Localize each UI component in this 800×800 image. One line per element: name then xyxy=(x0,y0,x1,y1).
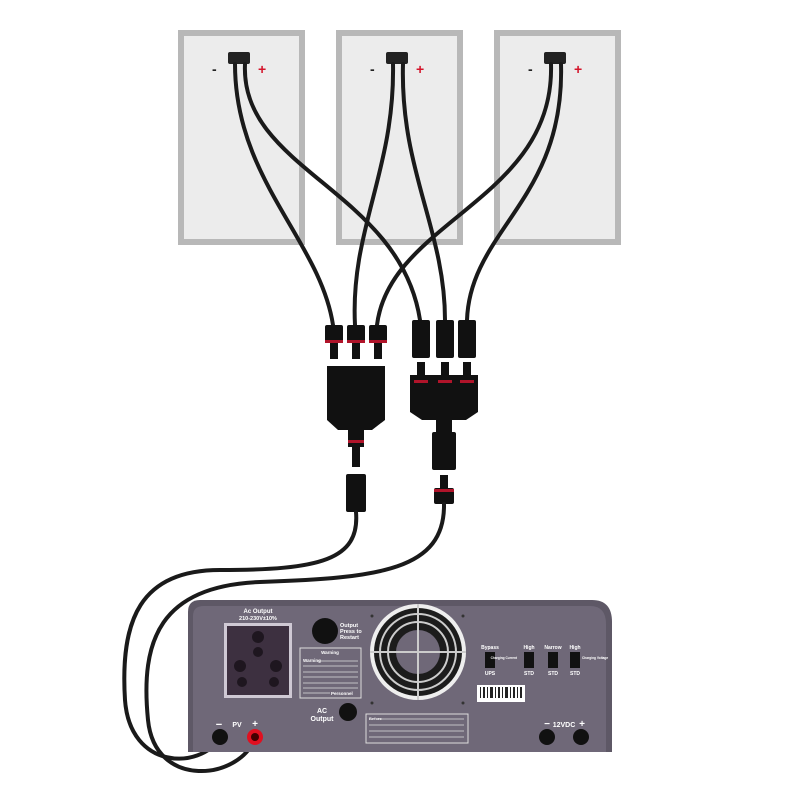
junction-box xyxy=(544,52,566,64)
before-label: Before xyxy=(365,713,469,744)
branch-connector-negative xyxy=(325,325,387,512)
restart-label: Restart xyxy=(340,635,359,641)
warning-label: Warning Warning Personnel xyxy=(299,647,362,699)
restart-button[interactable] xyxy=(312,618,338,644)
switch-bypass-ups[interactable]: Bypass UPS xyxy=(481,645,499,677)
terminal-center xyxy=(251,733,259,741)
ac-output-label: AC xyxy=(317,708,327,715)
pv-minus-label: − xyxy=(216,719,222,731)
panel-plus-label: + xyxy=(574,61,582,77)
switch-side-label: Charging Voltage xyxy=(582,656,608,660)
panel-plus-label: + xyxy=(258,61,266,77)
dc-plus-label: + xyxy=(579,719,585,730)
pv-plus-label: + xyxy=(252,719,258,730)
switch-top-label: Narrow xyxy=(544,645,561,651)
switch-top-label: High xyxy=(523,645,534,651)
switch-bottom-label: UPS xyxy=(485,671,496,677)
switch-side-label: Charging Current xyxy=(491,656,518,660)
inverter: Ac Output 210-230V±10% Output Press to R… xyxy=(188,600,612,752)
ac-output-port[interactable] xyxy=(339,703,357,721)
switch-bottom-label: STD xyxy=(570,671,580,677)
ac-socket xyxy=(224,623,292,698)
solar-panel-2: - + xyxy=(336,30,463,245)
junction-box xyxy=(386,52,408,64)
restart-label: Press to xyxy=(340,629,362,635)
pv-negative-terminal[interactable] xyxy=(212,729,228,745)
panel-plus-label: + xyxy=(416,61,424,77)
dc-positive-terminal[interactable] xyxy=(573,729,589,745)
ac-output-label: Output xyxy=(311,716,335,723)
switch-charging-current[interactable]: High Charging Current STD xyxy=(491,645,535,677)
panel-minus-label: - xyxy=(528,61,533,77)
dc-negative-terminal[interactable] xyxy=(539,729,555,745)
switch-bottom-label: STD xyxy=(524,671,534,677)
panel-minus-label: - xyxy=(370,61,375,77)
positive-cable xyxy=(144,502,447,774)
dc-minus-label: − xyxy=(544,719,550,730)
warning-line: Warning xyxy=(303,658,321,663)
switch-narrow[interactable]: Narrow STD xyxy=(544,645,561,677)
ac-output-rating: 210-230V±10% xyxy=(239,616,277,622)
personnel-text: Personnel xyxy=(331,691,353,696)
solar-panel-1: - + xyxy=(178,30,305,245)
switch-charging-voltage[interactable]: High Charging Voltage STD xyxy=(569,645,608,677)
pv-label: PV xyxy=(232,722,242,729)
branch-connector-positive xyxy=(410,320,478,504)
junction-box xyxy=(228,52,250,64)
panel-cables xyxy=(233,62,564,327)
panel-minus-label: - xyxy=(212,61,217,77)
switch-bottom-label: STD xyxy=(548,671,558,677)
before-text: Before xyxy=(369,716,382,721)
cooling-fan xyxy=(370,604,466,705)
ac-output-title: Ac Output xyxy=(244,609,273,615)
dc-label: 12VDC xyxy=(553,722,576,729)
barcode xyxy=(477,685,525,702)
warning-title: Warning xyxy=(321,650,339,655)
switch-top-label: Bypass xyxy=(481,645,499,651)
switch-top-label: High xyxy=(569,645,580,651)
restart-label: Output xyxy=(340,623,358,629)
